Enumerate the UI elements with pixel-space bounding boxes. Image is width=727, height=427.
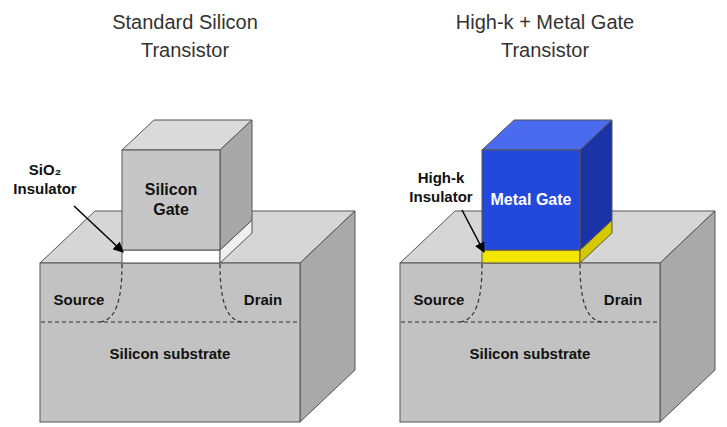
gate-label: Silicon Gate: [126, 180, 216, 220]
region-label: Source: [414, 291, 465, 309]
drain-region: Drain: [588, 289, 658, 311]
metal-gate: Metal Gate: [482, 150, 580, 250]
substrate-label: Silicon substrate: [40, 345, 300, 363]
source-region: Source: [402, 289, 476, 311]
silicon-gate: Silicon Gate: [122, 150, 220, 250]
standard-transistor-drawing: [40, 120, 355, 422]
source-region: Source: [42, 289, 116, 311]
leader-arrow: [462, 210, 484, 252]
region-label: Source: [54, 291, 105, 309]
leader-arrow: [74, 206, 123, 252]
gate-label: Metal Gate: [491, 190, 572, 210]
substrate-label: Silicon substrate: [400, 345, 660, 363]
panel-title: High-k + Metal Gate Transistor: [440, 8, 650, 64]
panel-title: Standard Silicon Transistor: [80, 8, 290, 64]
region-label: Drain: [244, 291, 282, 309]
insulator-label: High-k Insulator: [396, 168, 486, 206]
silicon-substrate: Silicon substrate Source Drain: [40, 263, 300, 422]
region-label: Drain: [604, 291, 642, 309]
high-k-transistor-drawing: [400, 120, 715, 422]
junction-lines: [401, 264, 659, 322]
junction-lines: [41, 264, 299, 322]
drain-region: Drain: [228, 289, 298, 311]
insulator-label: SiO₂ Insulator: [2, 160, 88, 198]
silicon-substrate: Silicon substrate Source Drain: [400, 263, 660, 422]
